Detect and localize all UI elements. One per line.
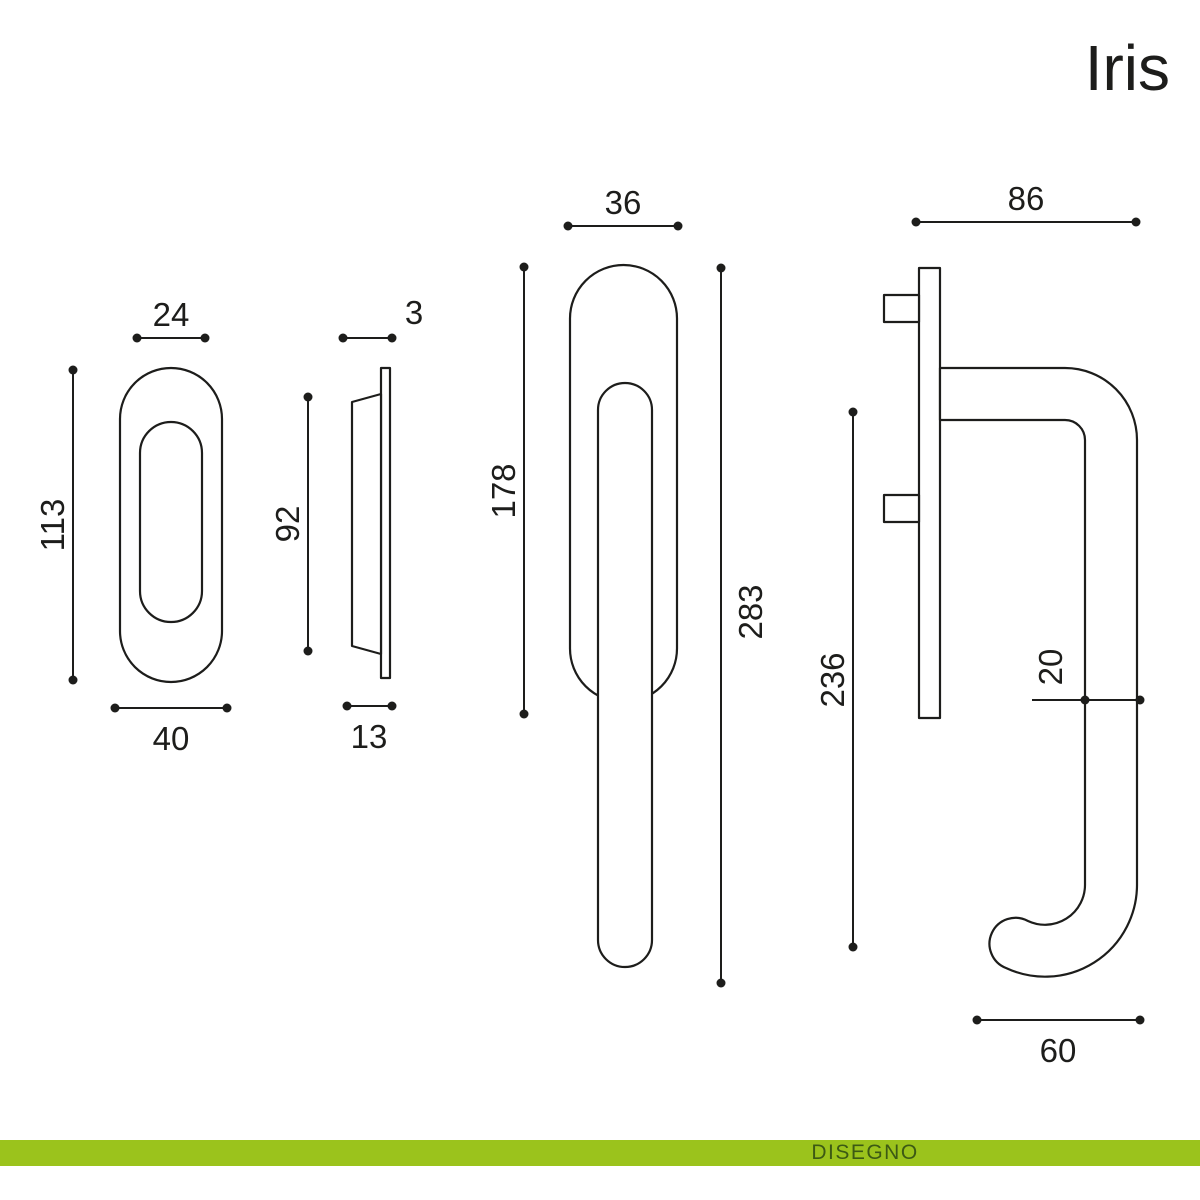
view-handle-side: 86 236 20 60 [814,180,1145,1069]
dimension-value: 36 [605,184,642,221]
dimension-dot [716,263,726,273]
escutcheon-backplate-shape [379,366,392,680]
dimension-dot [110,703,120,713]
dimension-dot [342,701,352,711]
dimension-dot [68,675,78,685]
dimension-dot [519,262,529,272]
footer-bar-background [0,1140,1200,1166]
dimension-dot [387,701,397,711]
dimension-value: 236 [814,652,851,707]
dimension-value: 86 [1008,180,1045,217]
handle-tube-profile [938,366,1139,978]
view-escutcheon-front: 24 113 40 [34,296,232,757]
footer-bar: DISEGNO [0,1140,1200,1166]
handle-side-plate-shape [917,266,942,720]
dimension-value: 178 [485,463,522,518]
escutcheon-recess-shape [138,420,204,624]
dimension-dot [848,942,858,952]
dimension-dot [563,221,573,231]
screw-boss-top [882,293,921,324]
page-title: Iris [1085,32,1170,104]
dimension-recess-height: 92 [269,392,313,656]
dimension-value: 3 [405,294,423,331]
dimension-dot [848,407,858,417]
dimension-value: 24 [153,296,190,333]
dimension-projection: 86 [911,180,1141,227]
dimension-width: 36 [563,184,683,231]
dimension-dot [200,333,210,343]
dimension-dot [1135,1015,1145,1025]
dimension-dot [519,709,529,719]
dimension-value: 92 [269,506,306,543]
dimension-dot [338,333,348,343]
dimension-value: 283 [732,584,769,639]
dimension-value: 40 [153,720,190,757]
view-handle-front: 36 178 283 [485,184,769,988]
dimension-value: 20 [1032,649,1069,686]
dimension-dot [303,392,313,402]
handle-grip-shape [596,381,654,969]
dimension-dot [1135,695,1145,705]
dimension-dot [911,217,921,227]
dimension-dot [222,703,232,713]
dimension-dot [1131,217,1141,227]
dimension-height: 113 [34,365,78,685]
dimension-depth: 13 [342,701,397,755]
dimension-tube-diameter: 20 [1032,649,1145,705]
dimension-bottom-projection: 60 [972,1015,1145,1069]
dimension-value: 13 [351,718,388,755]
dimension-dot [387,333,397,343]
dimension-height: 236 [814,407,858,952]
dimension-total-height: 283 [716,263,769,988]
dimension-dot [716,978,726,988]
dimension-dot [1080,695,1090,705]
dimension-dot [303,646,313,656]
footer-label: DISEGNO [811,1141,918,1164]
dimension-value: 60 [1040,1032,1077,1069]
dimension-dot [673,221,683,231]
view-escutcheon-side: 3 92 13 [269,294,423,755]
dimension-value: 113 [34,499,71,552]
dimension-plate-height: 178 [485,262,529,719]
dimension-thickness: 3 [338,294,423,343]
escutcheon-dish-profile [350,392,383,656]
screw-boss-bottom [882,493,921,524]
dimension-dot [68,365,78,375]
dimension-dot [132,333,142,343]
dimension-inner-width: 24 [132,296,210,343]
dimension-dot [972,1015,982,1025]
dimension-outer-width: 40 [110,703,232,757]
